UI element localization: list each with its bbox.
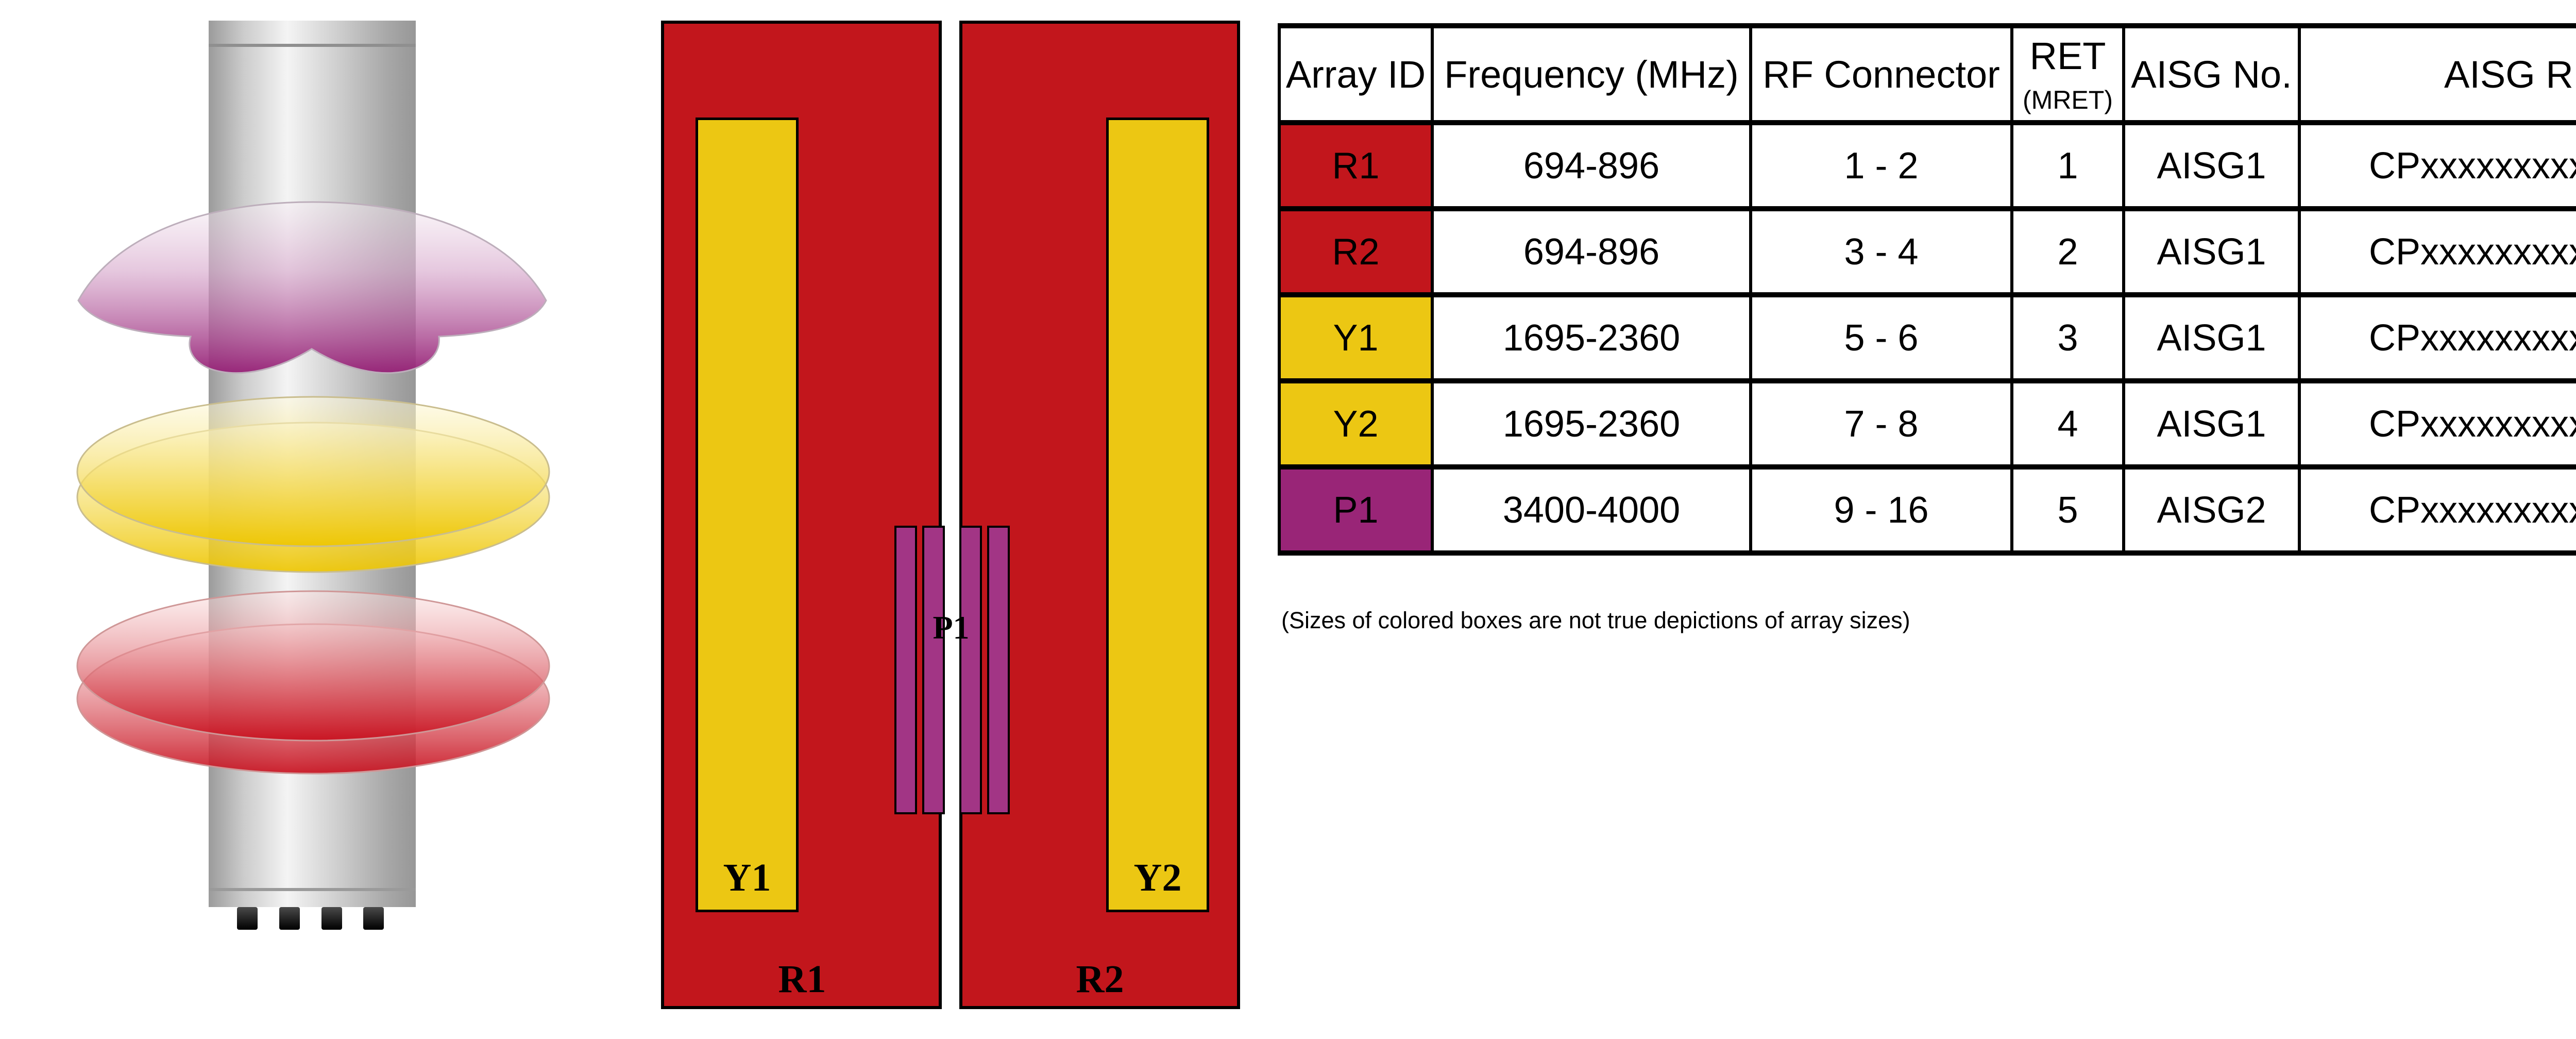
- cell-rf-connector: 5 - 6: [1749, 292, 2013, 383]
- table-row-y2: Y2 1695-2360 7 - 8 4 AISG1 CPxxxxxxxxxxx…: [1278, 378, 2576, 470]
- cell-frequency: 694-896: [1431, 120, 1752, 211]
- array-p1-strip-3: [959, 526, 982, 814]
- cell-array-id: Y2: [1278, 378, 1434, 470]
- cell-array-id: Y1: [1278, 292, 1434, 383]
- cell-ret: 4: [2010, 378, 2125, 470]
- array-p1-strip-4: [987, 526, 1010, 814]
- cell-array-id: P1: [1278, 464, 1434, 556]
- array-label-r2: R2: [1076, 958, 1124, 1001]
- col-header-ret: RET (MRET): [2010, 23, 2125, 125]
- cell-aisg-no: AISG1: [2122, 206, 2301, 297]
- cell-aisg-ret-uid: CPxxxxxxxxxxxxxxMM.2: [2298, 206, 2576, 297]
- red-beam: [76, 590, 550, 775]
- antenna-3d-illustration: [76, 21, 550, 930]
- col-header-array-id: Array ID: [1278, 23, 1434, 125]
- antenna-connector-pins: [237, 907, 384, 930]
- array-p1-strip-2: [922, 526, 945, 814]
- array-y1-box: [696, 118, 799, 912]
- cell-ret: 1: [2010, 120, 2125, 211]
- ret-header-main: RET: [2029, 34, 2106, 77]
- cell-array-id: R1: [1278, 120, 1434, 211]
- cell-aisg-ret-uid: CPxxxxxxxxxxxxxxMM.3: [2298, 292, 2576, 383]
- cell-rf-connector: 9 - 16: [1749, 464, 2013, 556]
- cell-aisg-no: AISG1: [2122, 378, 2301, 470]
- array-label-p1: P1: [933, 609, 970, 646]
- cell-aisg-no: AISG1: [2122, 292, 2301, 383]
- col-header-rf-connector: RF Connector: [1749, 23, 2013, 125]
- cell-rf-connector: 7 - 8: [1749, 378, 2013, 470]
- col-header-aisg-no: AISG No.: [2122, 23, 2301, 125]
- table-row-y1: Y1 1695-2360 5 - 6 3 AISG1 CPxxxxxxxxxxx…: [1278, 292, 2576, 383]
- array-y2-box: [1106, 118, 1209, 912]
- cell-rf-connector: 1 - 2: [1749, 120, 2013, 211]
- table-row-r1: R1 694-896 1 - 2 1 AISG1 CPxxxxxxxxxxxxx…: [1278, 120, 2576, 211]
- cell-frequency: 1695-2360: [1431, 292, 1752, 383]
- cell-aisg-ret-uid: CPxxxxxxxxxxxxxxMM.4: [2298, 378, 2576, 470]
- array-p1-strip-1: [894, 526, 917, 814]
- cell-frequency: 1695-2360: [1431, 378, 1752, 470]
- cell-aisg-no: AISG1: [2122, 120, 2301, 211]
- array-label-y2: Y2: [1133, 856, 1182, 899]
- array-spec-table: Array ID Frequency (MHz) RF Connector RE…: [1278, 23, 2576, 556]
- col-header-aisg-ret-uid: AISG RET UID: [2298, 23, 2576, 125]
- table-row-r2: R2 694-896 3 - 4 2 AISG1 CPxxxxxxxxxxxxx…: [1278, 206, 2576, 297]
- cell-array-id: R2: [1278, 206, 1434, 297]
- cell-frequency: 694-896: [1431, 206, 1752, 297]
- cell-ret: 3: [2010, 292, 2125, 383]
- table-row-p1: P1 3400-4000 9 - 16 5 AISG2 CPxxxxxxxxxx…: [1278, 464, 2576, 556]
- size-disclaimer-note: (Sizes of colored boxes are not true dep…: [1281, 607, 1910, 633]
- header-row: Array ID Frequency (MHz) RF Connector RE…: [1278, 23, 2576, 125]
- cell-frequency: 3400-4000: [1431, 464, 1752, 556]
- cell-ret: 2: [2010, 206, 2125, 297]
- cell-rf-connector: 3 - 4: [1749, 206, 2013, 297]
- ret-header-sub: (MRET): [2023, 85, 2113, 114]
- cell-aisg-ret-uid: CPxxxxxxxxxxxxxxMM.1: [2298, 464, 2576, 556]
- array-label-y1: Y1: [723, 856, 771, 899]
- yellow-beam: [76, 396, 550, 573]
- cell-aisg-no: AISG2: [2122, 464, 2301, 556]
- array-label-r1: R1: [778, 958, 826, 1001]
- purple-beam: [77, 201, 547, 374]
- cell-aisg-ret-uid: CPxxxxxxxxxxxxxxMM.1: [2298, 120, 2576, 211]
- cell-ret: 5: [2010, 464, 2125, 556]
- col-header-frequency: Frequency (MHz): [1431, 23, 1752, 125]
